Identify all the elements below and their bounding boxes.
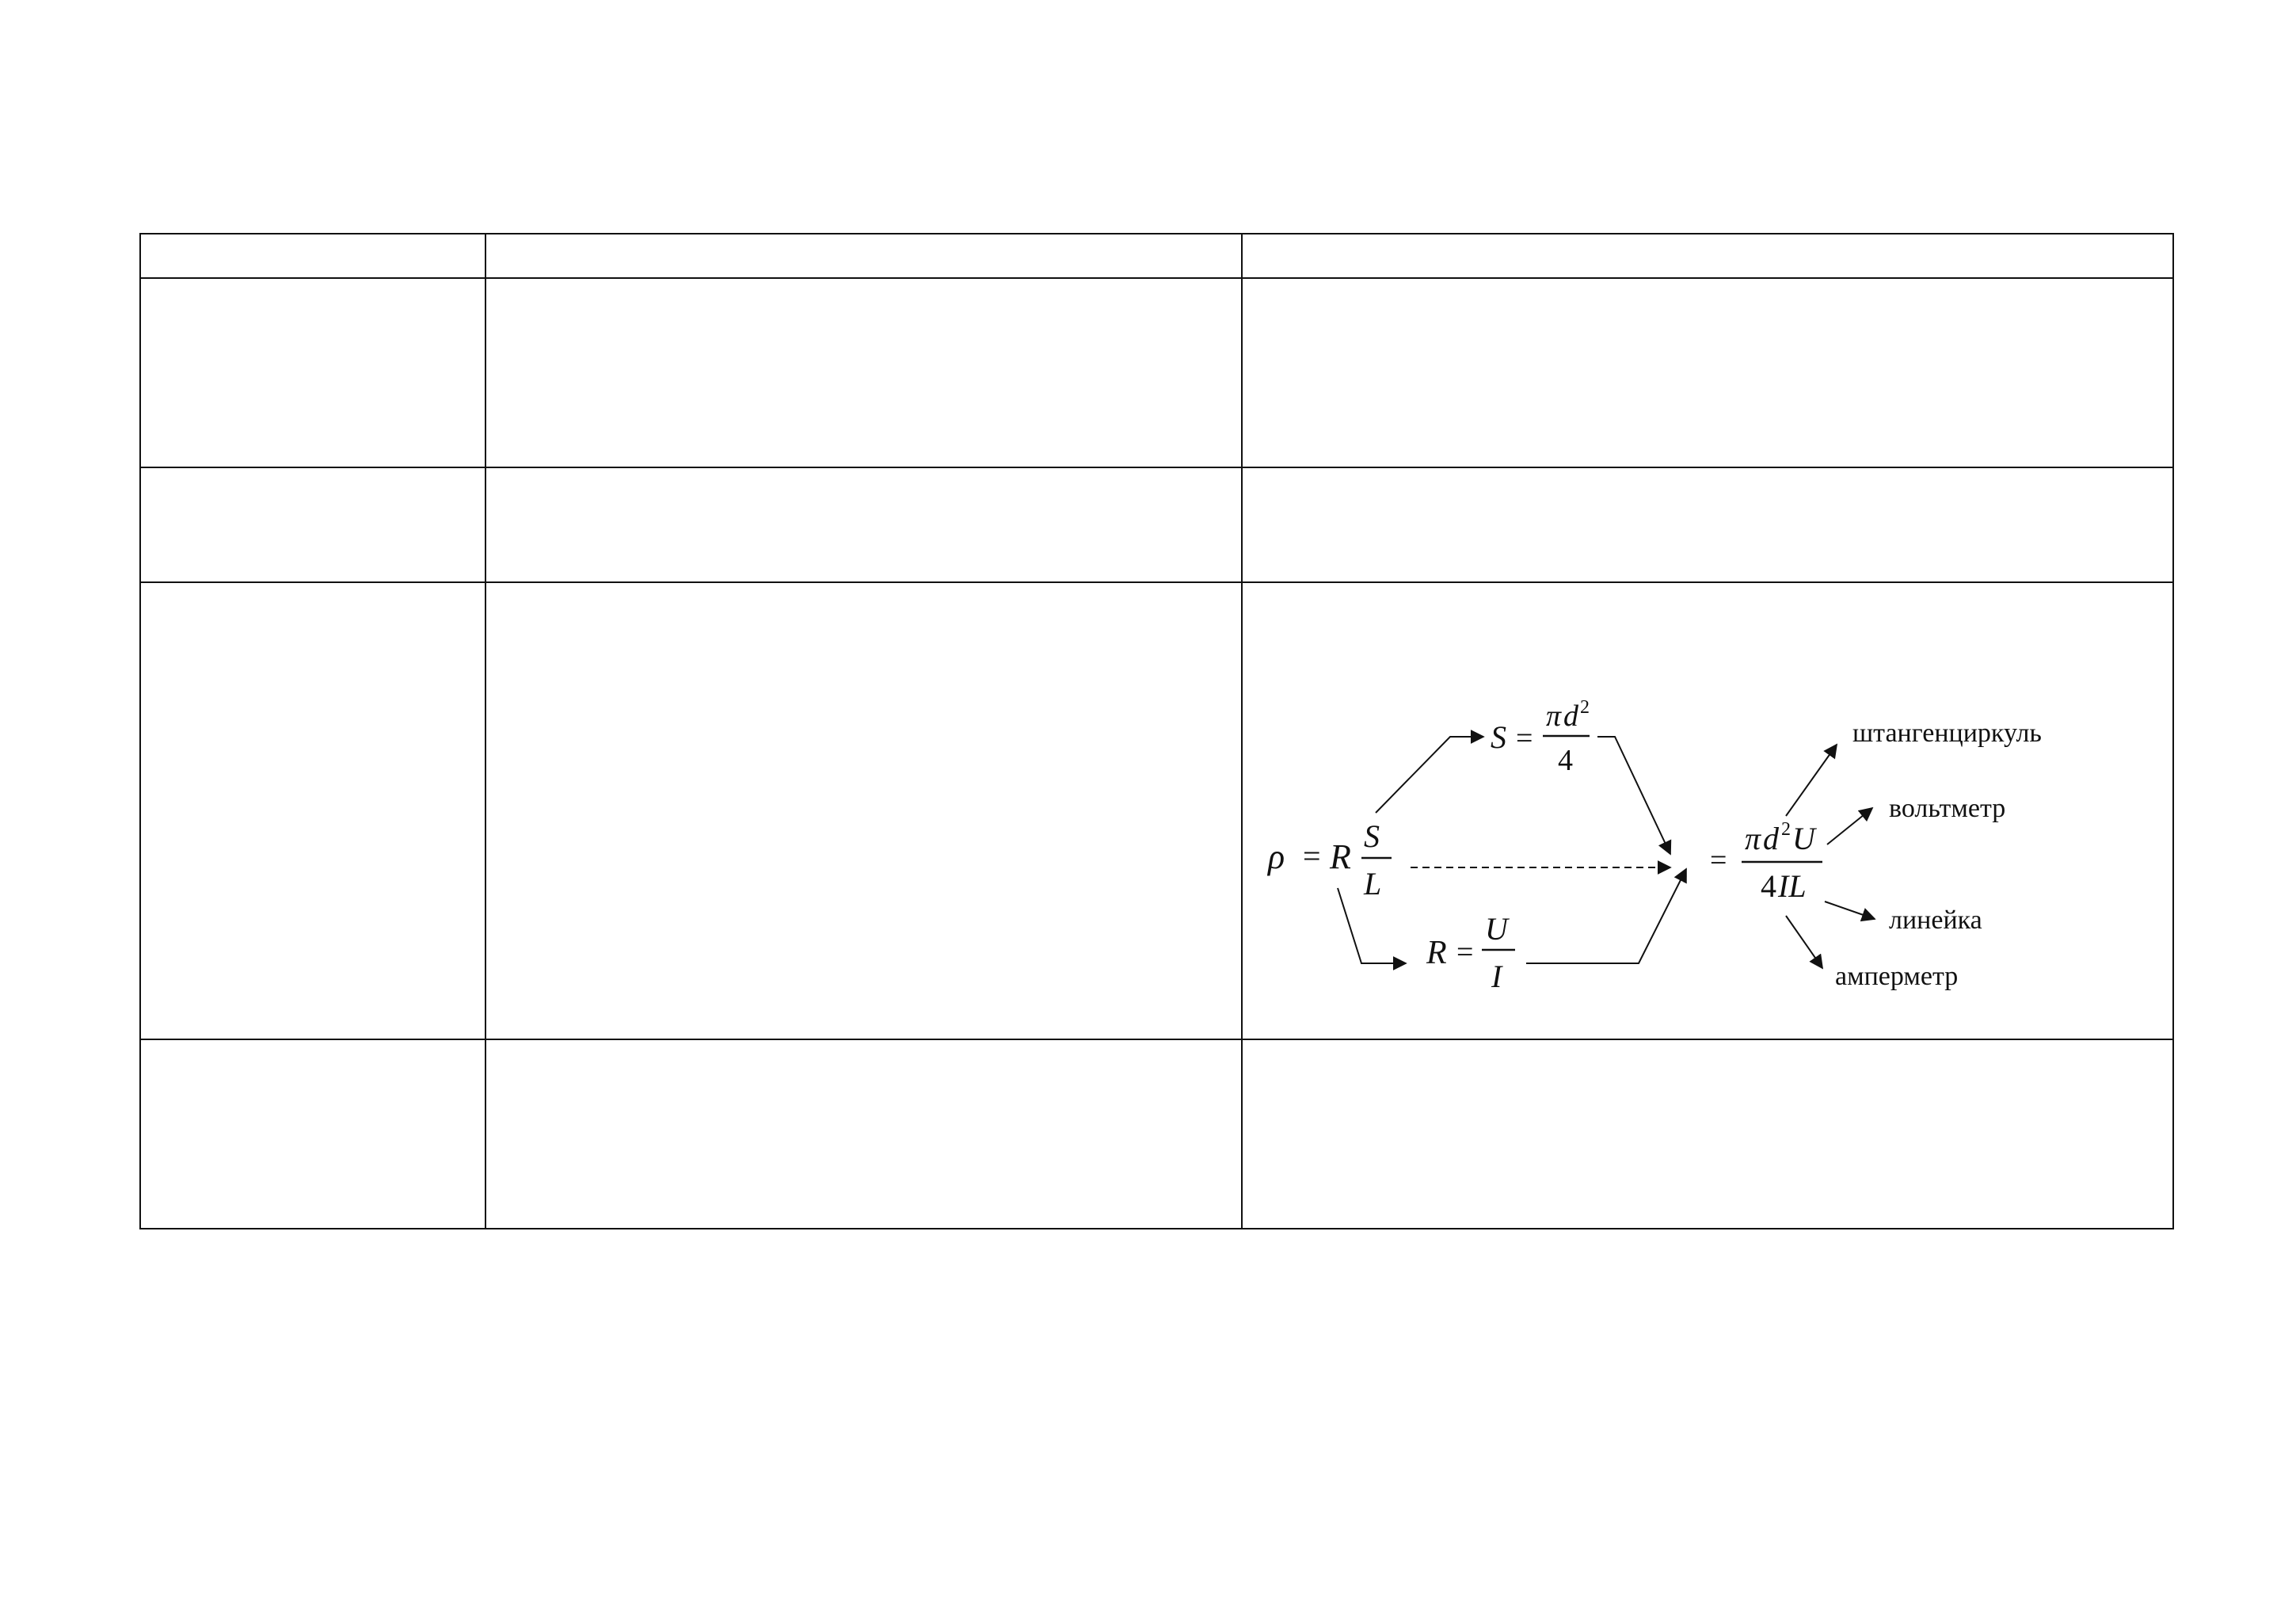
pi-symbol: π [1546, 700, 1562, 733]
ohms-law-formula: R = U I [1426, 911, 1515, 994]
arrow-to-caliper [1785, 743, 1838, 817]
arrow-to-area-formula [1375, 730, 1485, 814]
table-cell [485, 581, 1243, 1040]
exponent: 2 [1580, 697, 1590, 718]
table-cell [139, 277, 486, 468]
table-row [139, 467, 2174, 583]
formula-diagram-cell: ρ = R S L S = π d 2 4 [1241, 581, 2174, 1040]
area-formula: S = π d 2 4 [1491, 697, 1590, 777]
table-cell [1241, 467, 2174, 583]
label-caliper: штангенциркуль [1852, 719, 2042, 748]
label-voltmeter: вольтметр [1889, 794, 2005, 823]
table-cell [1241, 1039, 2174, 1229]
arrow-from-area-formula [1597, 736, 1672, 856]
exponent: 2 [1781, 819, 1791, 840]
table-cell [139, 467, 486, 583]
table-row [139, 233, 2174, 279]
table-cell [1241, 277, 2174, 468]
resistivity-formula: ρ = R S L [1266, 818, 1392, 902]
document-table: ρ = R S L S = π d 2 4 [139, 233, 2174, 1229]
denominator-L: L [1363, 866, 1381, 902]
denominator-4: 4 [1558, 744, 1573, 777]
table-cell [485, 1039, 1243, 1229]
table-row [139, 277, 2174, 468]
table-cell [139, 581, 486, 1040]
rho-symbol: ρ [1266, 837, 1285, 876]
resistance-variable: R [1329, 837, 1351, 876]
denominator-IL: IL [1777, 868, 1807, 904]
table-cell [485, 233, 1243, 279]
table-cell [139, 233, 486, 279]
equals-sign: = [1516, 722, 1533, 755]
arrow-to-ammeter [1785, 915, 1824, 970]
label-ammeter: амперметр [1835, 962, 1958, 991]
denominator-4: 4 [1761, 868, 1776, 904]
equals-sign: = [1710, 844, 1727, 877]
equals-sign: = [1456, 936, 1473, 969]
arrow-to-ruler [1824, 901, 1876, 922]
arrow-to-voltmeter [1826, 806, 1874, 845]
equals-sign: = [1303, 838, 1321, 874]
arrow-to-ohms-law [1337, 887, 1407, 970]
resistance-variable: R [1426, 935, 1447, 971]
table-row: ρ = R S L S = π d 2 4 [139, 581, 2174, 1040]
table-cell [485, 277, 1243, 468]
voltage-variable: U [1485, 911, 1510, 947]
table-row [139, 1039, 2174, 1229]
area-variable: S [1491, 719, 1506, 755]
numerator-S: S [1364, 818, 1380, 854]
table-cell [1241, 233, 2174, 279]
table-cell [139, 1039, 486, 1229]
resistivity-formula-diagram: ρ = R S L S = π d 2 4 [1266, 697, 2042, 994]
table-cell [485, 467, 1243, 583]
diameter-variable: d [1763, 821, 1780, 856]
pi-symbol: π [1745, 821, 1761, 856]
diameter-variable: d [1563, 700, 1579, 733]
arrow-from-ohms-law [1526, 867, 1687, 964]
result-formula: = π d 2 U 4 IL [1710, 819, 1822, 904]
label-ruler: линейка [1889, 905, 1982, 935]
voltage-variable: U [1792, 821, 1818, 856]
current-variable: I [1491, 959, 1503, 994]
